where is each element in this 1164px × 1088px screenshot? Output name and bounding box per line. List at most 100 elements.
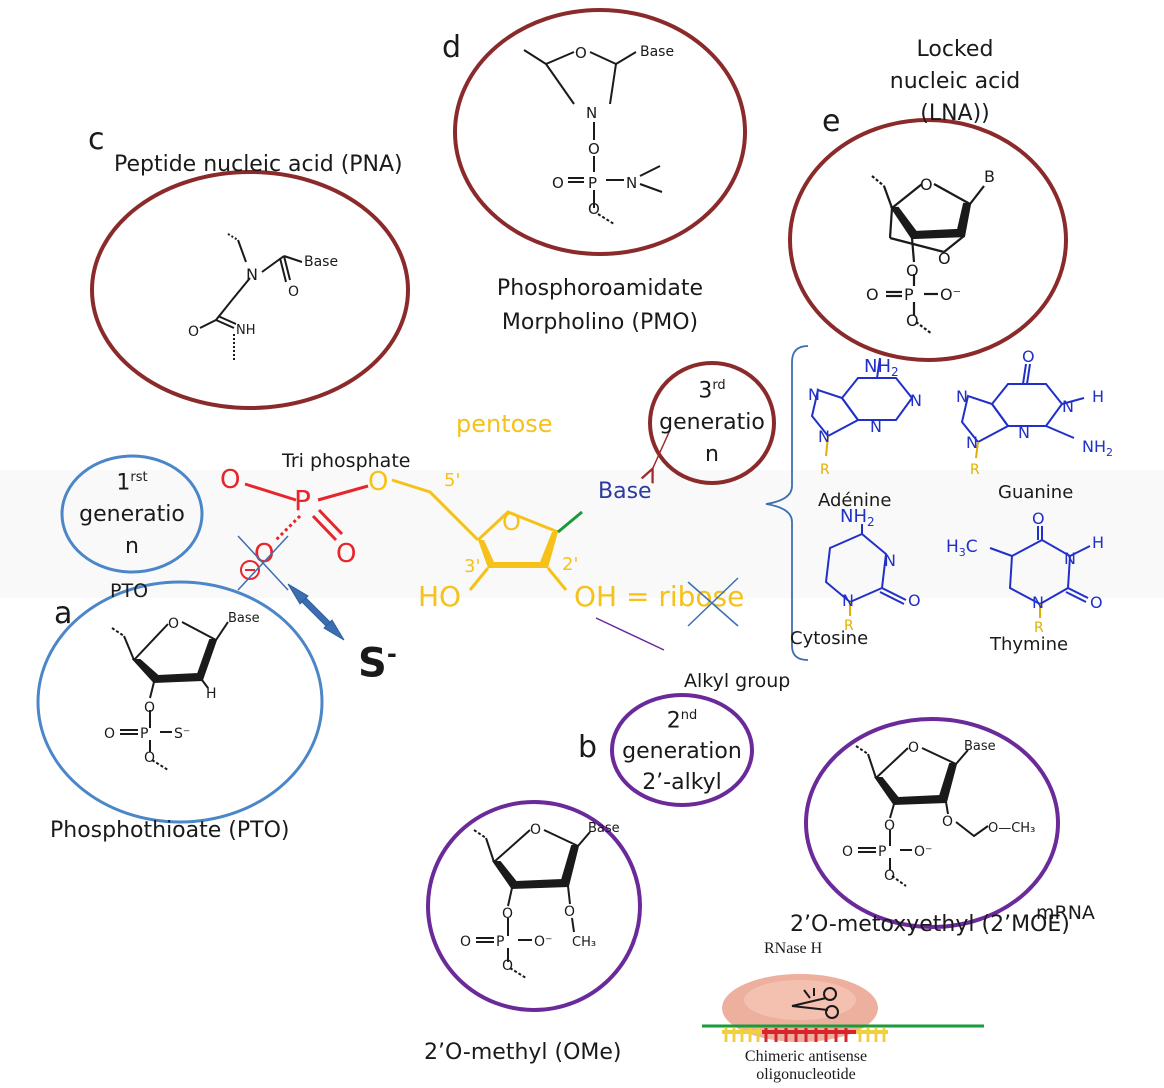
ome-o-ring: O [530,822,541,838]
guanine-o: O [1022,347,1035,366]
guanine-nh2: NH2 [1082,437,1113,459]
moe-label: 2’O-metoxyethyl (2’MOE) [790,912,1070,937]
pmo-title-line2: Morpholino (PMO) [501,310,699,335]
first-gen-number: 1rst [116,470,148,496]
ome-o3: O [502,958,513,974]
antisense-strand [722,1028,888,1042]
scissors-icon [791,987,839,1019]
adenine-n1: N [910,391,922,410]
lna-circle [788,118,1068,362]
first-gen-label: 1rst generatio n [66,462,198,563]
lna-o-minus: O⁻ [940,285,961,304]
third-gen-label: 3rd generatio n [652,370,772,471]
guanine-n3: N [1018,423,1030,442]
pto-p: P [140,726,148,742]
adenine-n7: N [808,385,820,404]
pmo-n: N [586,104,597,122]
guanine-name: Guanine [998,482,1073,503]
two-prime: 2' [562,554,578,575]
rnase-h-graphic [702,974,984,1042]
cytosine-nh2: NH2 [840,506,875,529]
cytosine-o: O [908,591,921,610]
phosphate-o-ester: O [368,467,388,497]
pto-structure [111,621,229,771]
five-prime: 5' [444,470,460,491]
lna-b: B [984,167,995,186]
ome-o-minus: O⁻ [534,934,552,950]
first-gen-circle [60,454,204,574]
cytosine-r: R [844,618,854,634]
thymine-structure [989,526,1091,618]
lna-o3: O [906,311,919,330]
watermark-band [0,470,1164,598]
third-gen-number: 3rd [698,378,726,404]
thymine-h3c: H3C [946,537,978,559]
second-gen-label: 2nd generation 2’-alkyl [614,700,750,798]
ome-ch3: CH₃ [572,935,596,950]
adenine-n9: N [818,427,830,446]
second-gen-circle [610,693,754,807]
ome-base: Base [588,821,620,836]
pmo-o1: O [588,140,600,158]
guanine-n7: N [956,387,968,406]
label-d: d [442,30,462,65]
third-gen-circle [648,361,776,485]
nucleobase-bracket [765,345,809,661]
second-gen-number: 2nd [666,708,698,734]
tri-phosphate-label: Tri phosphate [282,450,411,472]
pmo-title: Phosphoroamidate Morpholino (PMO) [470,272,730,340]
pmo-structure [523,49,663,225]
guanine-structure [960,363,1085,459]
s-minus-label: S- [358,640,397,687]
thymine-n3: N [1064,549,1076,568]
ome-label: 2’O-methyl (OMe) [424,1040,622,1065]
guanine-r: R [970,462,980,478]
lna-title: Locked nucleic acid (LNA)) [860,34,1050,130]
pmo-labels: O Base N O O P N O [552,44,674,218]
cytosine-labels: NH2 N N O R Cytosine [790,506,921,649]
ome-o2: O [460,934,471,950]
ho-label: HO [418,580,461,613]
third-gen-line1: generatio [659,410,765,436]
lna-o-ring: O [920,175,933,194]
pmo-circle [453,8,747,256]
thymine-n1: N [1032,593,1044,612]
moe-o-side: O [942,814,953,830]
pto-o2: O [104,726,115,742]
pmo-o3: O [588,200,600,218]
moe-o2: O [842,844,853,860]
label-a: a [54,596,73,631]
chimeric-line2: oligonucleotide [756,1066,856,1083]
adenine-r: R [820,462,830,478]
moe-o-minus: O⁻ [914,844,932,860]
adenine-name: Adénine [818,490,891,511]
lna-labels: O B O O O P O⁻ O [866,167,995,330]
label-e: e [822,104,841,139]
pmo-title-line1: Phosphoroamidate [496,276,704,301]
base-label: Base [598,479,652,504]
nucleotide-structure: O P O O O 5' O 3' 2' HO OH = ribose pent… [220,410,744,651]
pto-short-label: PTO [110,580,149,602]
lna-title-line3: (LNA)) [920,101,990,126]
moe-structure [855,745,989,887]
phosphate-o-minus: O [254,539,274,569]
pna-base: Base [304,254,338,270]
moe-o-ring: O [908,740,919,756]
moe-p: P [878,844,886,860]
pna-n: N [246,265,258,284]
moe-o-ch3: O—CH₃ [988,821,1035,836]
cytosine-n1: N [842,591,854,610]
pna-o1: O [288,284,299,300]
pto-o1: O [144,700,155,716]
mrna-label: mRNA [1036,902,1095,924]
ome-labels: O Base O O O P O⁻ CH₃ O [460,821,620,974]
thymine-o-top: O [1032,509,1045,528]
pmo-o-ring: O [575,44,587,62]
moe-o3: O [884,868,895,884]
ome-o-side: O [564,904,575,920]
alkyl-group-label: Alkyl group [684,670,791,692]
thymine-labels: O H3C N H N O R Thymine [946,509,1104,655]
pentose-label: pentose [456,410,553,438]
phosphate-o-top: O [220,465,240,495]
pto-h: H [206,686,217,702]
